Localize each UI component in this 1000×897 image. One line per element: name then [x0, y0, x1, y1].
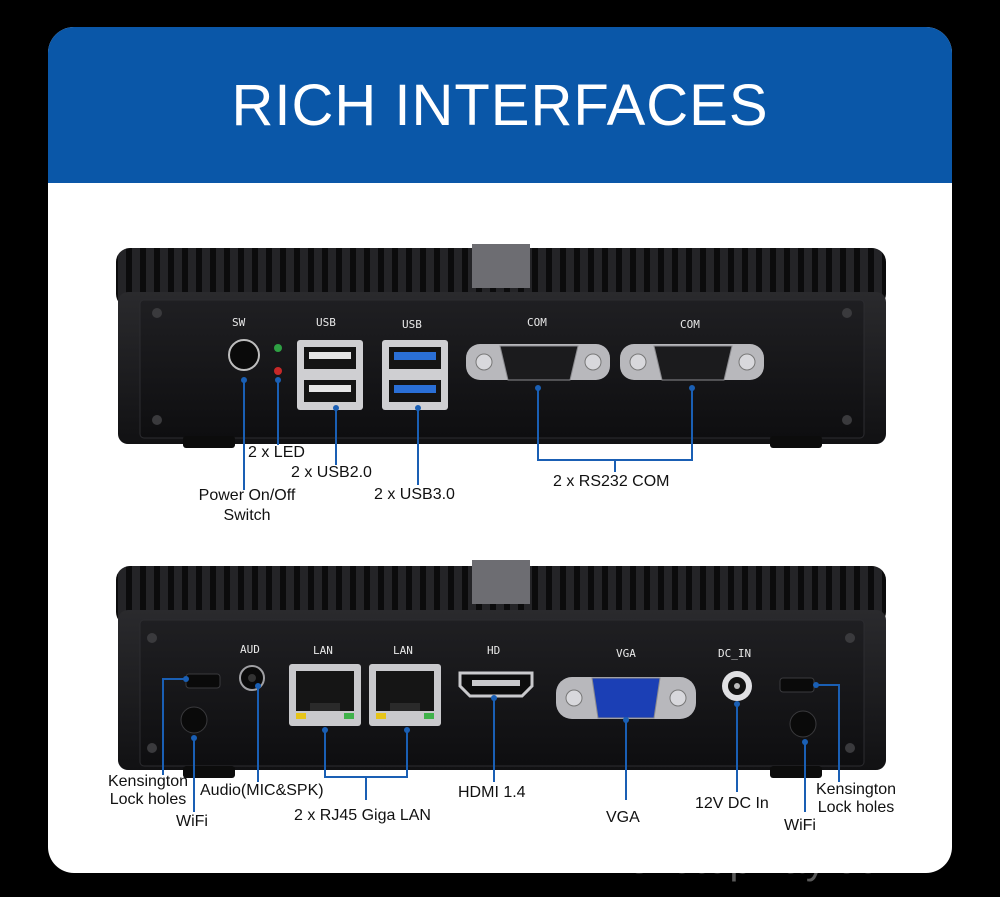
power-button-icon	[228, 339, 260, 371]
silk-usb-right: USB	[402, 318, 422, 331]
label-lan: 2 x RJ45 Giga LAN	[294, 807, 431, 824]
label-kensington-right-line1: Kensington	[815, 781, 897, 798]
label-audio: Audio(MIC&SPK)	[200, 782, 324, 799]
label-wifi-right: WiFi	[784, 817, 816, 834]
label-usb2: 2 x USB2.0	[291, 464, 372, 481]
dc-jack-icon	[722, 671, 752, 701]
label-hdmi: HDMI 1.4	[458, 784, 526, 801]
top-callout-dots	[241, 377, 695, 411]
wifi-right-antenna-icon	[789, 710, 817, 738]
silk-vga: VGA	[616, 647, 636, 660]
kensington-left-icon	[185, 673, 221, 689]
silk-sw: SW	[232, 316, 246, 329]
silk-com-right: COM	[680, 318, 700, 331]
silk-com-left: COM	[527, 316, 547, 329]
label-kensington-right-line2: Lock holes	[817, 799, 895, 816]
title-banner: RICH INTERFACES	[48, 27, 952, 183]
top-device: SW USB USB COM COM	[116, 244, 886, 490]
led-icon	[274, 344, 282, 375]
wifi-left-antenna-icon	[180, 706, 208, 734]
label-vga: VGA	[606, 809, 640, 826]
hdmi-port-icon	[458, 671, 534, 698]
page-title: RICH INTERFACES	[231, 72, 769, 138]
label-power-line1: Power On/Off	[198, 487, 296, 504]
label-com: 2 x RS232 COM	[553, 473, 670, 490]
label-led: 2 x LED	[248, 444, 305, 461]
silk-aud: AUD	[240, 643, 260, 656]
silk-lan-left: LAN	[313, 644, 333, 657]
label-dc: 12V DC In	[695, 795, 769, 812]
bottom-callout-dots	[183, 676, 819, 745]
lan-port-right-icon	[369, 664, 441, 726]
silk-hd: HD	[487, 644, 500, 657]
usb3-port-icon	[382, 340, 448, 410]
label-kensington-left-line1: Kensington	[107, 773, 189, 790]
lan-port-left-icon	[289, 664, 361, 726]
label-kensington-left-line2: Lock holes	[109, 791, 187, 808]
bottom-callout-lines	[162, 678, 840, 812]
watermark: www.hellotopway.com	[505, 838, 915, 882]
vga-port-icon	[556, 677, 696, 719]
kensington-right-icon	[779, 677, 815, 693]
label-wifi-left: WiFi	[176, 813, 208, 830]
silk-dc-in: DC_IN	[718, 647, 751, 660]
silk-lan-right: LAN	[393, 644, 413, 657]
label-usb3: 2 x USB3.0	[374, 486, 455, 503]
silk-usb-left: USB	[316, 316, 336, 329]
usb2-port-icon	[297, 340, 363, 410]
label-power-line2: Switch	[223, 507, 271, 524]
top-callout-lines	[243, 380, 693, 490]
bottom-device: AUD LAN LAN HD VGA DC_IN	[116, 560, 886, 812]
com-port-right-icon	[620, 344, 764, 381]
com-port-left-icon	[466, 344, 610, 381]
